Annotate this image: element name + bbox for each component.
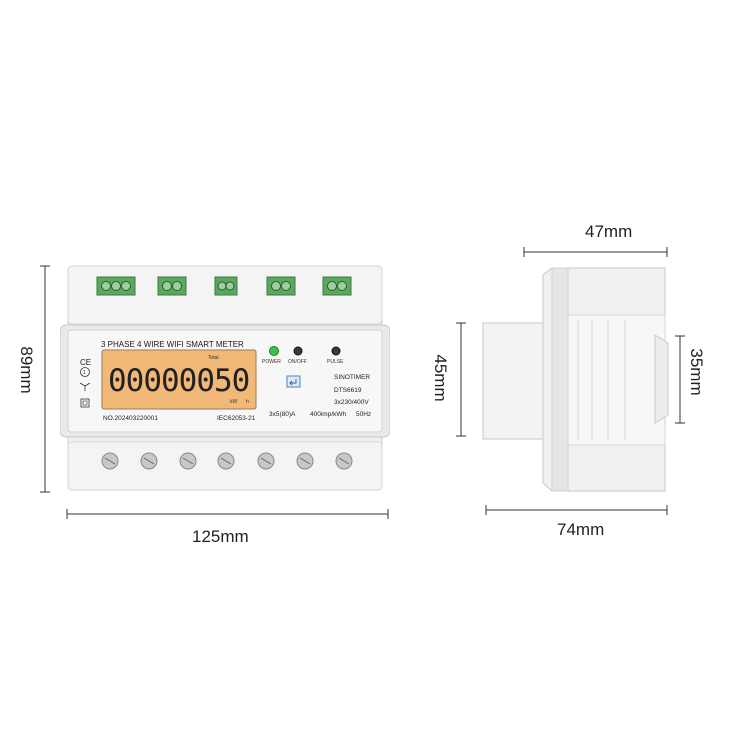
page-button[interactable]	[286, 375, 301, 388]
meter-side-view	[482, 267, 669, 492]
height-label: 89mm	[17, 346, 36, 394]
lcd-total-label: Total	[208, 355, 219, 361]
return-icon	[289, 379, 297, 386]
pulse-led	[331, 346, 341, 356]
side-height-outer-label: 45mm	[431, 354, 450, 402]
constant-label: 400imp/kWh	[310, 411, 347, 418]
lcd-screen	[101, 349, 257, 410]
voltage-label: 3x230/400V	[334, 399, 369, 406]
depth-top-label: 47mm	[585, 222, 633, 241]
frequency-label: 50Hz	[356, 411, 371, 418]
width-label: 125mm	[192, 527, 249, 546]
lcd-reading: 00000050	[108, 363, 249, 399]
din-clip	[654, 334, 669, 424]
power-led	[269, 346, 279, 356]
current-label: 3x5(80)A	[269, 411, 296, 418]
side-label-area	[567, 314, 666, 446]
top-terminals	[96, 276, 352, 296]
double-insulation-mark	[80, 398, 90, 408]
model-label: DTS6619	[334, 387, 362, 394]
ce-mark: CE	[80, 358, 91, 367]
brand-label: SINOTIMER	[334, 374, 370, 381]
lcd-unit-h: h	[246, 399, 249, 405]
onoff-led	[293, 346, 303, 356]
serial-label: NO.202403220001	[103, 415, 158, 422]
depth-bottom-label: 74mm	[557, 520, 605, 539]
bottom-terminals	[101, 452, 353, 470]
power-label: POWER	[262, 359, 281, 365]
class-mark-ring	[80, 367, 90, 377]
side-front-protrusion	[482, 322, 544, 440]
onoff-label: ON/OFF	[288, 359, 307, 365]
pulse-label: PULSE	[327, 359, 344, 365]
class-mark: 1	[83, 370, 86, 376]
standard-label: IEC62053-21	[217, 415, 256, 422]
side-height-inner-label: 35mm	[687, 348, 706, 396]
lcd-unit-kw: kW	[230, 399, 238, 405]
meter-title: 3 PHASE 4 WIRE WIFI SMART METER	[101, 340, 244, 349]
meter-front-view: CE 1 3 PHASE 4 WIRE WIFI SMART METER Tot…	[60, 265, 390, 491]
three-phase-symbol	[79, 382, 91, 391]
